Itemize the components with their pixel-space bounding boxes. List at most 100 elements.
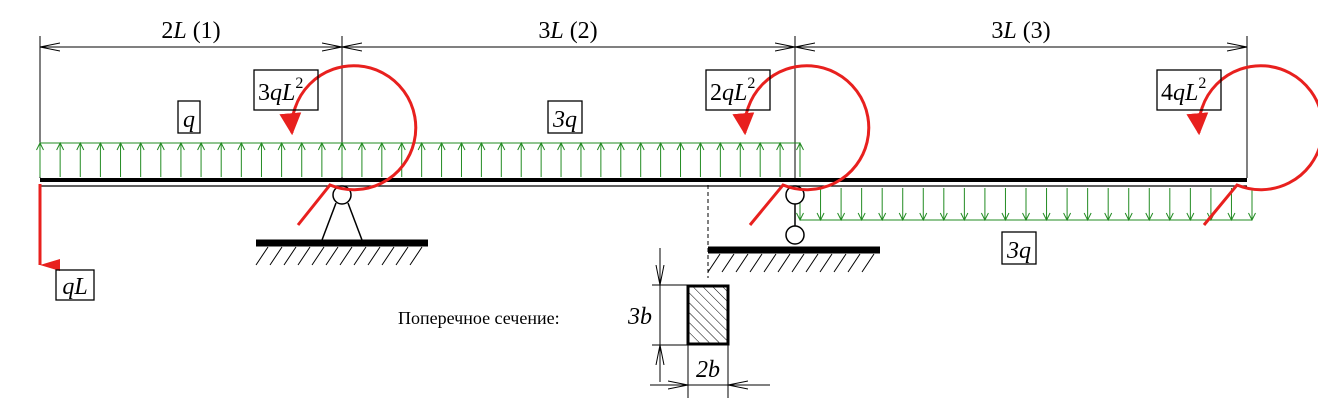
- ground-hatch-line: [325, 246, 339, 266]
- load-3q-span-3-arrowhead: [898, 212, 907, 222]
- load-q-span-1-arrowhead: [56, 141, 65, 151]
- support-leg-left: [321, 202, 337, 241]
- ground-hatch-line: [833, 253, 847, 273]
- load-3q-span-2-arrowhead: [636, 141, 645, 151]
- load-3q-span-3-arrowhead: [1248, 212, 1256, 222]
- load-3q-span-2-arrowhead: [676, 141, 685, 151]
- load-q-span-1-arrowhead: [76, 141, 85, 151]
- ground-hatch-line: [395, 246, 409, 266]
- load-label-2: 3q: [552, 107, 577, 133]
- ground-hatch-2: [707, 253, 875, 273]
- load-3q-span-3-arrowhead: [939, 212, 948, 222]
- moment-label-box-2: [705, 69, 771, 111]
- load-3q-span-2-arrowhead: [796, 141, 804, 151]
- load-3q-span-3-arrowhead: [980, 212, 989, 222]
- moment-arrow-1: [279, 64, 418, 226]
- ground-hatch-line: [721, 253, 735, 273]
- load-q-span-1-arrowhead: [297, 141, 306, 151]
- span-label-2: 3L(2): [538, 18, 597, 44]
- load-q-span-1-arrowhead: [116, 141, 125, 151]
- roller-bottom: [785, 225, 805, 245]
- moment-2: 2qL2: [705, 64, 871, 226]
- load-3q-span-3-arrowhead: [1042, 212, 1051, 222]
- load-3q-span-2-arrowhead: [357, 141, 366, 151]
- ground-hatch-line: [367, 246, 381, 266]
- load-3q-span-3-arrowhead: [919, 212, 928, 222]
- distributed-loads: [36, 141, 1256, 222]
- load-3q-span-2-arrowhead: [776, 141, 785, 151]
- force-label: qL: [62, 274, 87, 300]
- moment-label-2: 2qL2: [710, 75, 755, 106]
- ground-hatch-line: [283, 246, 297, 266]
- pinned-support: [255, 185, 428, 266]
- support-leg-right: [347, 202, 363, 241]
- load-3q-span-3-arrowhead: [1165, 212, 1174, 222]
- load-3q-span-2-arrowhead: [596, 141, 605, 151]
- ground-hatch-line: [707, 253, 721, 273]
- moment-label-1: 3qL2: [258, 75, 303, 106]
- ground-hatch-line: [763, 253, 777, 273]
- load-3q-span-2-arrowhead: [417, 141, 426, 151]
- load-q-span-1-arrowhead: [176, 141, 185, 151]
- span-dimensions: 2L(1) 3L(2) 3L(3): [40, 18, 1247, 47]
- load-label-box-1: [177, 100, 201, 134]
- load-3q-span-3-arrowhead: [1104, 212, 1113, 222]
- load-3q-span-2: [338, 141, 804, 177]
- ground-hatch-line: [409, 246, 423, 266]
- ground-hatch-line: [861, 253, 875, 273]
- ground-hatch-line: [311, 246, 325, 266]
- load-3q-span-2-arrowhead: [716, 141, 725, 151]
- load-3q-span-2-arrowhead: [656, 141, 665, 151]
- load-3q-span-2-arrowhead: [577, 141, 585, 151]
- load-label-box-3: [1001, 231, 1037, 265]
- ground-hatch-line: [791, 253, 805, 273]
- cross-section-caption: Поперечное сечение:: [398, 308, 560, 328]
- load-q-span-1-arrowhead: [36, 141, 44, 151]
- ground-hatch-1: [255, 246, 423, 266]
- load-3q-span-2-arrowhead: [696, 141, 705, 151]
- load-3q-span-3-arrowhead: [1083, 212, 1092, 222]
- load-3q-span-3-arrowhead: [796, 212, 804, 222]
- span-label-1: 2L(1): [161, 18, 220, 44]
- cross-section-shape: [686, 284, 730, 346]
- roller-support: [707, 185, 880, 273]
- load-3q-span-2-arrowhead: [497, 141, 506, 151]
- load-3q-span-3-arrowhead: [878, 212, 887, 222]
- load-3q-span-3-arrowhead: [1001, 212, 1010, 222]
- load-3q-span-3: [796, 188, 1256, 222]
- span-label-3: 3L(3): [991, 18, 1050, 44]
- load-3q-span-2-arrowhead: [338, 141, 346, 151]
- load-3q-span-2-arrowhead: [377, 141, 386, 151]
- load-3q-span-3-arrowhead: [1124, 212, 1133, 222]
- ground-hatch-line: [847, 253, 861, 273]
- beam: [40, 178, 1247, 187]
- load-3q-span-3-arrowhead: [837, 212, 846, 222]
- ground-hatch-line: [381, 246, 395, 266]
- load-q-span-1-arrowhead: [237, 141, 246, 151]
- ground-hatch-line: [777, 253, 791, 273]
- point-force: qL: [38, 184, 95, 301]
- moment-label-box-3: [1156, 69, 1222, 111]
- load-3q-span-3-arrowhead: [816, 212, 825, 222]
- load-q-span-1-arrowhead: [96, 141, 105, 151]
- load-3q-span-3-arrowhead: [857, 212, 866, 222]
- load-3q-span-3-arrowhead: [960, 212, 969, 222]
- moment-arrow-3: [1186, 64, 1318, 226]
- load-3q-span-2-arrowhead: [537, 141, 546, 151]
- moment-3: 4qL2: [1156, 64, 1318, 226]
- cross-section: Поперечное сечение: 3b 2b: [398, 248, 770, 398]
- load-q-span-1-arrowhead: [277, 141, 286, 151]
- load-3q-span-2-arrowhead: [397, 141, 406, 151]
- load-q-span-1-arrowhead: [156, 141, 165, 151]
- load-q-span-1-arrowhead: [217, 141, 226, 151]
- load-3q-span-3-arrowhead: [1186, 212, 1195, 222]
- force-label-box: [55, 269, 95, 301]
- ground-hatch-line: [819, 253, 833, 273]
- load-labels: q 3q 3q: [177, 100, 1037, 265]
- load-q-span-1-arrowhead: [197, 141, 206, 151]
- moment-1: 3qL2: [253, 64, 418, 226]
- load-label-box-2: [547, 100, 583, 134]
- load-label-3: 3q: [1006, 238, 1031, 264]
- load-3q-span-2-arrowhead: [437, 141, 446, 151]
